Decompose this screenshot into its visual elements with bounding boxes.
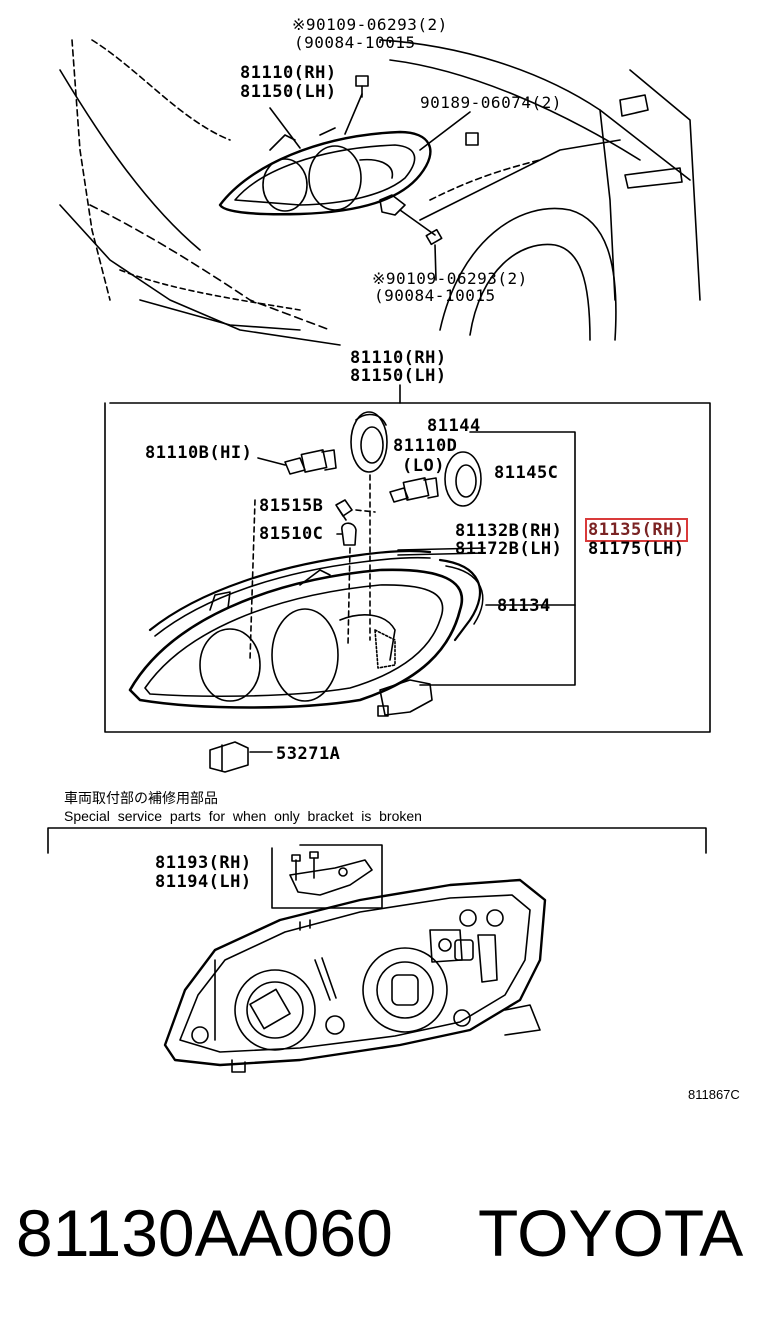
label-bracket-lh: 81194(LH) xyxy=(155,872,252,892)
bulb-81110b xyxy=(257,449,337,475)
vehicle-front-illustration xyxy=(59,39,701,346)
label-81172b: 81172B(LH) xyxy=(455,539,563,559)
figure-code: 811867C xyxy=(688,1087,740,1102)
connector-53271a xyxy=(209,741,273,773)
assembly-frame xyxy=(104,384,711,733)
label-81134: 81134 xyxy=(497,596,551,616)
label-screw-bottom-2: (90084-10015 xyxy=(374,286,496,305)
label-headlamp-rh: 81110(RH) xyxy=(350,348,447,368)
label-81175: 81175(LH) xyxy=(588,539,685,559)
label-screw-top-2: (90084-10015 xyxy=(294,33,416,52)
label-screw-top-1: ※90109-06293(2) xyxy=(292,15,448,34)
label-81132b: 81132B(RH) xyxy=(455,521,563,541)
label-headlamp-lh: 81150(LH) xyxy=(350,366,447,386)
label-53271a: 53271A xyxy=(276,744,341,764)
label-81145c: 81145C xyxy=(494,463,559,483)
label-81135-highlighted[interactable]: 81135(RH) xyxy=(585,518,688,542)
bracket-81193 xyxy=(289,851,373,896)
label-screw-bottom-1: ※90109-06293(2) xyxy=(372,269,528,288)
service-note-en: Special service parts for when only brac… xyxy=(64,808,422,824)
label-81515b: 81515B xyxy=(259,496,324,516)
label-headlamp-top-rh: 81110(RH) xyxy=(240,63,337,83)
headlamp-small-view xyxy=(218,75,479,281)
bulb-81110d xyxy=(389,477,439,503)
label-81110b: 81110B(HI) xyxy=(145,443,253,463)
bulb-socket-81144 xyxy=(350,411,388,473)
bulb-81510c xyxy=(336,522,357,546)
part-number: 81130AA060 xyxy=(16,1196,393,1270)
headlamp-rear-view xyxy=(163,878,547,1073)
dashed-leaders xyxy=(249,474,376,661)
service-note-jp: 車両取付部の補修用部品 xyxy=(64,790,218,806)
brand-name: TOYOTA xyxy=(478,1196,744,1270)
label-81110d: 81110D xyxy=(393,436,458,456)
bulb-socket-81145c xyxy=(444,451,482,507)
label-nut: 90189-06074(2) xyxy=(420,93,562,112)
label-headlamp-top-lh: 81150(LH) xyxy=(240,82,337,102)
label-81510c: 81510C xyxy=(259,524,324,544)
label-81144: 81144 xyxy=(427,416,481,436)
headlamp-main-view xyxy=(128,568,464,717)
bulb-81515b xyxy=(335,499,353,521)
label-81110d-lo: (LO) xyxy=(402,456,445,476)
label-bracket-rh: 81193(RH) xyxy=(155,853,252,873)
trim-strips xyxy=(148,547,486,642)
